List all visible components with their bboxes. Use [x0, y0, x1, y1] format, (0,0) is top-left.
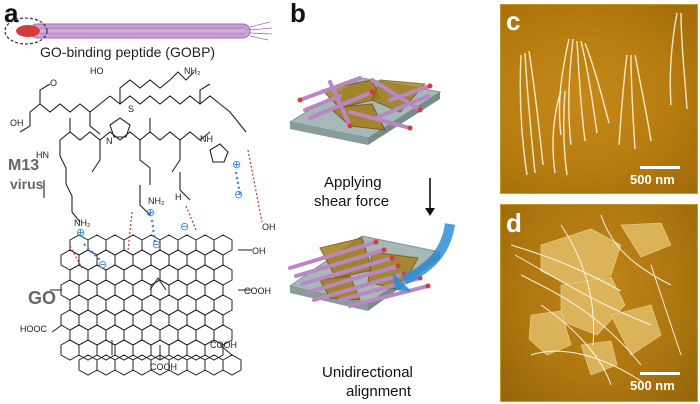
afm-c-fibers [519, 12, 688, 176]
atom-s: S [128, 104, 135, 114]
gobp-peptide-structure [19, 71, 247, 223]
atom-nh2-arg: NH₂ [148, 196, 165, 206]
atom-oh-go2: OH [252, 246, 266, 256]
atom-cooh-br: COOH [210, 340, 237, 350]
interaction-lines [69, 149, 263, 269]
afm-image-d [500, 204, 698, 402]
shear-label-line2: shear force [314, 193, 390, 210]
scale-label-c: 500 nm [630, 172, 675, 187]
panel-b-bottom-scene [288, 223, 455, 311]
afm-image-c [500, 4, 698, 194]
atom-n: N [106, 136, 113, 146]
scale-bar-d [640, 372, 680, 375]
down-arrow [425, 178, 435, 216]
gobp-label: GO-binding peptide (GOBP) [40, 44, 216, 60]
charge-plus-3: ⊕ [232, 159, 242, 171]
charge-minus-3: ⊖ [180, 221, 190, 233]
atom-nh: NH [200, 134, 213, 144]
panel-label-c: c [506, 6, 521, 36]
panel-b-top-scene [288, 76, 442, 145]
atom-hooc-left: HOOC [20, 324, 47, 334]
go-label: GO [28, 288, 57, 308]
atom-nh2: NH₂ [184, 66, 201, 76]
phage-rod-a [4, 17, 273, 45]
panel-label-a: a [4, 0, 19, 28]
atom-cooh-bottom: COOH [150, 362, 177, 372]
charge-plus-1: ⊕ [76, 227, 86, 239]
alignment-label-line1: Unidirectional [322, 364, 413, 381]
atom-h: H [175, 192, 182, 202]
charge-plus-2: ⊕ [146, 207, 156, 219]
atom-oh: OH [10, 118, 24, 128]
panel-label-b: b [290, 0, 306, 28]
panel-label-d: d [506, 208, 522, 238]
atom-o: O [50, 78, 58, 88]
afm-d-sheets [510, 214, 682, 386]
atom-oh-go: OH [262, 222, 276, 232]
virus-label-line2: virus [10, 176, 44, 192]
scale-label-d: 500 nm [630, 378, 675, 393]
atom-cooh-right: COOH [244, 286, 271, 296]
atom-nh2-lys: NH₂ [74, 218, 91, 228]
charge-minus-1: ⊖ [98, 259, 108, 271]
scale-bar-c [640, 166, 680, 169]
shear-label-line1: Applying [324, 174, 382, 191]
charge-minus-4: ⊖ [234, 189, 244, 201]
go-lattice [50, 234, 252, 376]
charge-minus-2: ⊖ [152, 239, 162, 251]
atom-ho: HO [90, 66, 104, 76]
virus-label-line1: M13 [8, 157, 40, 174]
atom-hn: HN [36, 150, 49, 160]
alignment-label-line2: alignment [346, 383, 412, 400]
